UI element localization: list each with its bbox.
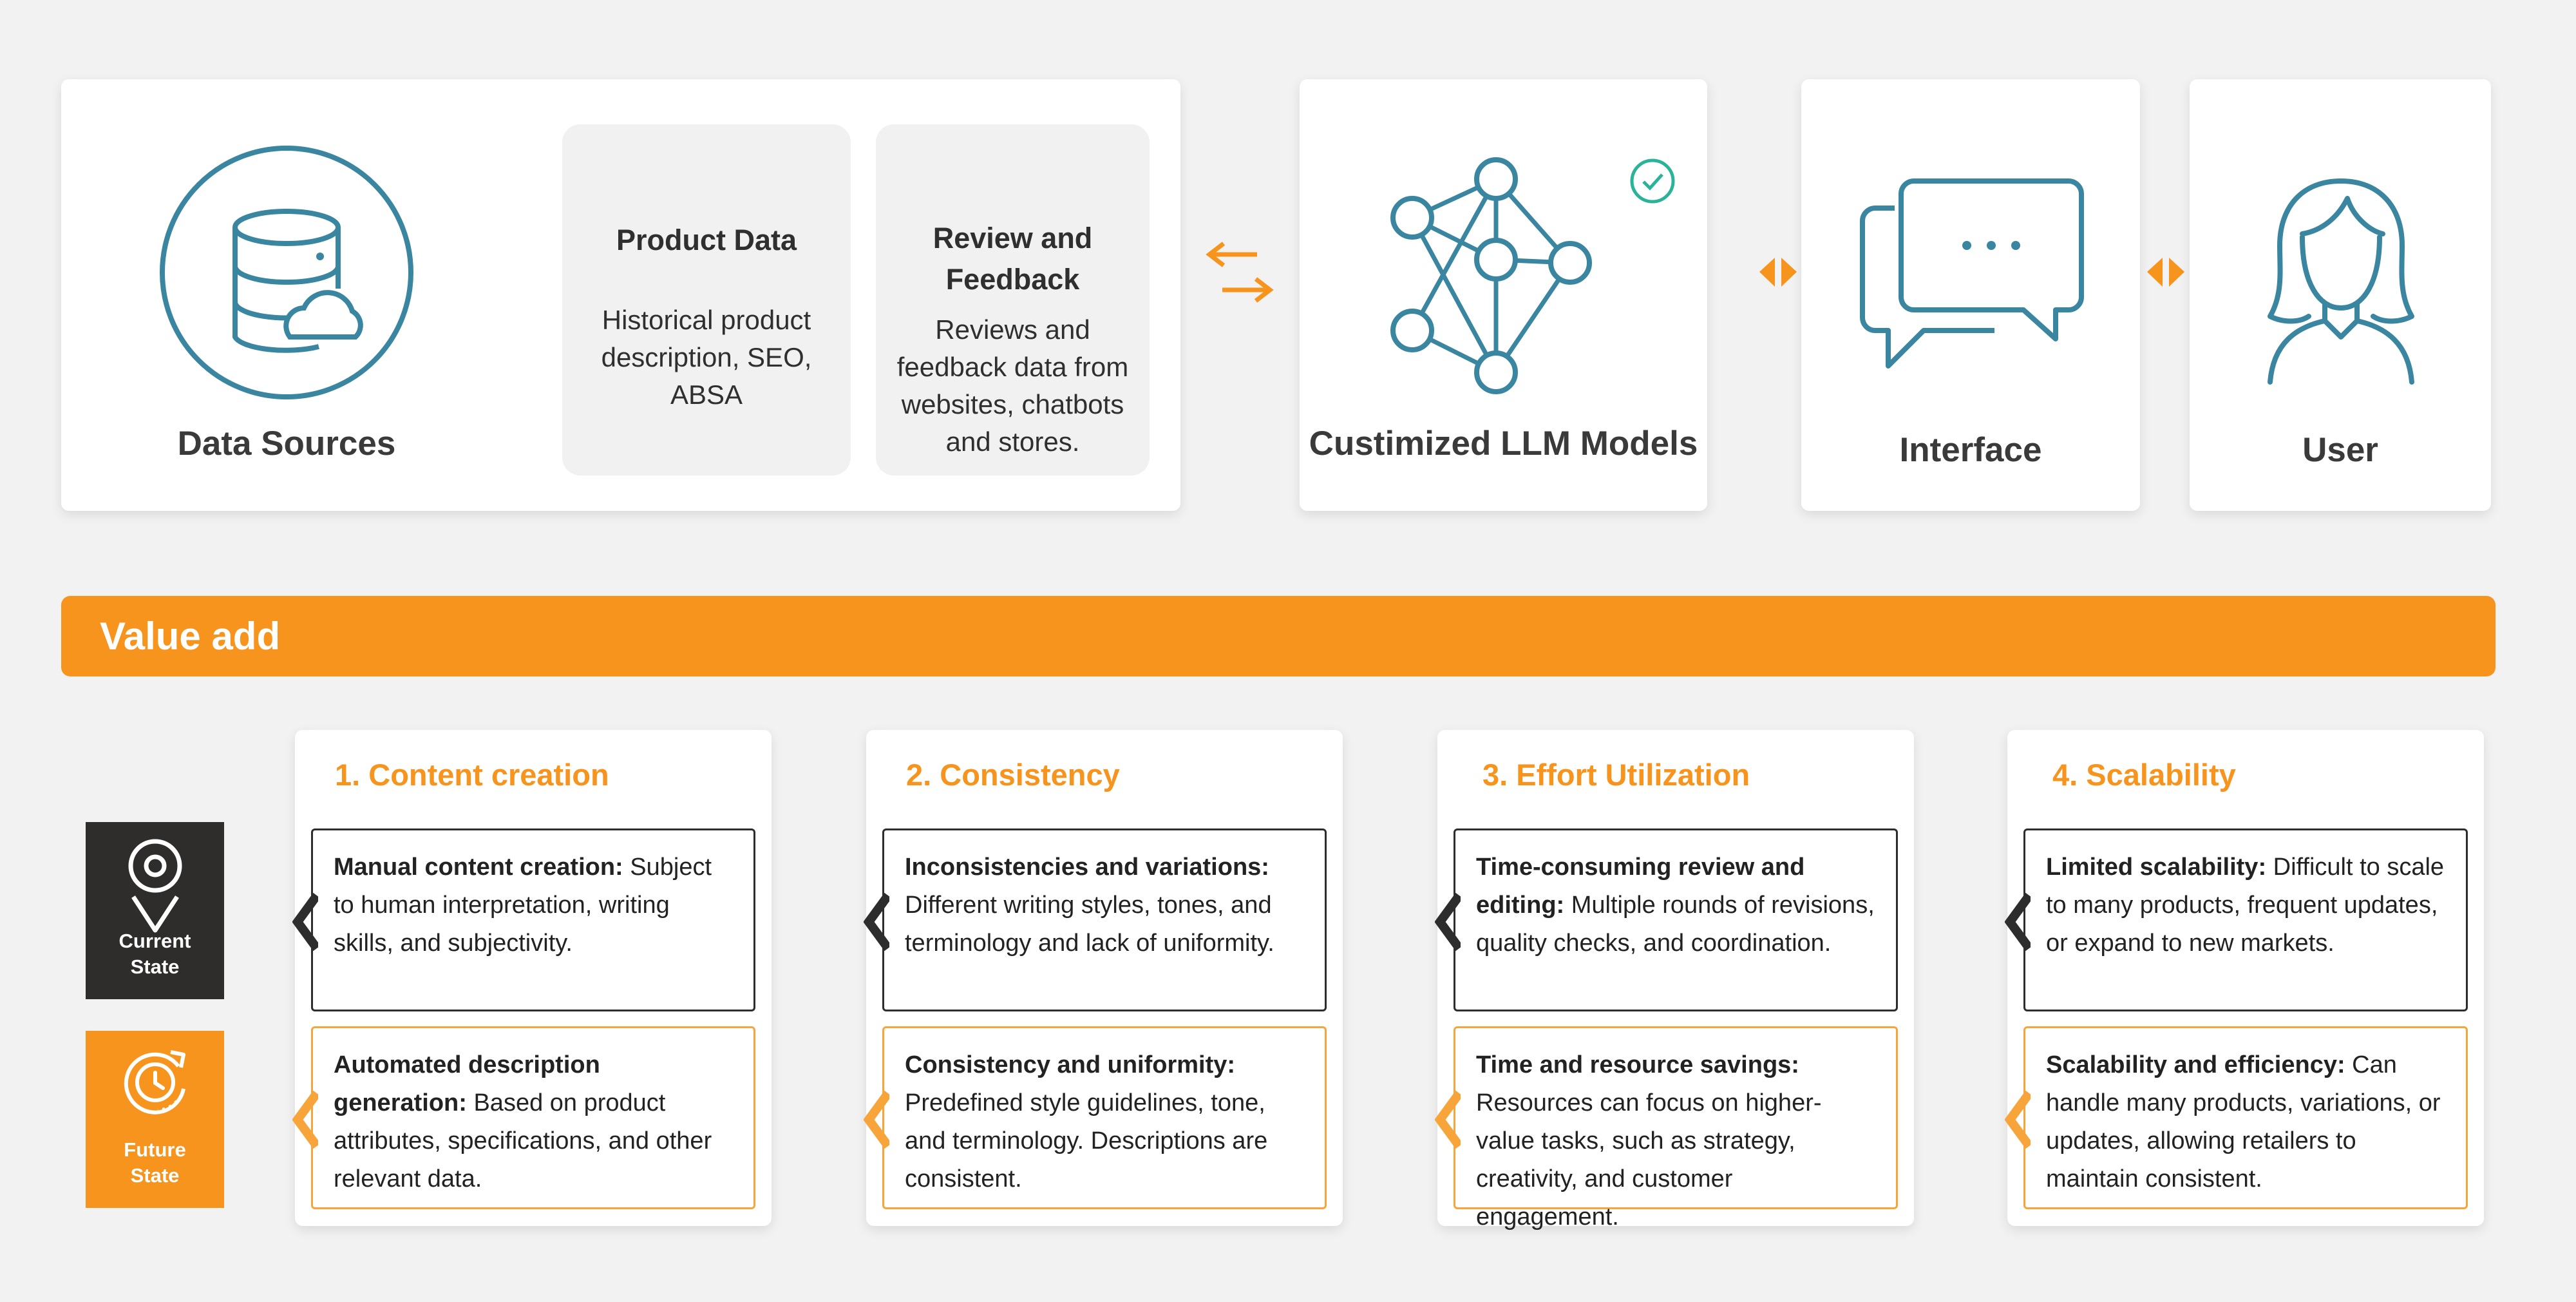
review-feedback-box: Review and Feedback Reviews and feedback…: [876, 124, 1150, 475]
future-state-legend: Future State: [86, 1031, 224, 1208]
location-pin-icon: [128, 839, 182, 933]
dark-pointer-icon: [864, 893, 889, 951]
llm-card: Custimized LLM Models: [1300, 79, 1707, 511]
value-add-bar: Value add: [61, 596, 2496, 676]
neural-network-icon: [1390, 157, 1592, 394]
product-data-box: Product Data Historical product descript…: [562, 124, 851, 475]
llm-label: Custimized LLM Models: [1309, 425, 1698, 463]
data-sources-card: Data Sources Product Data Historical pro…: [61, 79, 1180, 511]
review-feedback-title: Review and Feedback: [933, 222, 1093, 296]
future-state-box: Automated description generation: Based …: [292, 1026, 755, 1209]
database-cloud-icon: [160, 146, 413, 399]
future-state-box: Time and resource savings: Resources can…: [1435, 1026, 1898, 1230]
person-icon: [2268, 178, 2414, 385]
orange-pointer-icon: [292, 1091, 318, 1149]
future-state-box: Consistency and uniformity: Predefined s…: [864, 1026, 1327, 1209]
review-feedback-text: Reviews and feedback data from websites,…: [896, 314, 1129, 457]
double-arrow-icon: [2147, 258, 2184, 287]
current-state-box: Time-consuming review and editing: Multi…: [1435, 828, 1898, 1011]
dark-pointer-icon: [2005, 893, 2031, 951]
double-arrow-icon: [1759, 258, 1797, 287]
value-card-title: 2. Consistency: [906, 758, 1120, 792]
future-state-label: Future State: [124, 1138, 186, 1187]
orange-pointer-icon: [864, 1091, 889, 1149]
current-state-legend: Current State: [86, 822, 224, 999]
value-card-title: 4. Scalability: [2052, 758, 2236, 792]
current-state-label: Current State: [118, 930, 191, 978]
interface-card: Interface: [1801, 79, 2140, 511]
user-label: User: [2302, 431, 2378, 469]
current-state-box: Limited scalability: Difficult to scale …: [2005, 828, 2468, 1011]
orange-pointer-icon: [1435, 1091, 1461, 1149]
dark-pointer-icon: [1435, 893, 1461, 951]
value-add-label: Value add: [100, 615, 281, 658]
dark-pointer-icon: [292, 893, 318, 951]
interface-label: Interface: [1899, 431, 2042, 469]
data-sources-label: Data Sources: [177, 425, 396, 463]
value-card-title: 3. Effort Utilization: [1482, 758, 1750, 792]
check-circle-icon: [1630, 158, 1675, 204]
current-state-box: Manual content creation: Subject to huma…: [292, 828, 755, 1011]
future-state-box: Scalability and efficiency: Can handle m…: [2005, 1026, 2468, 1209]
product-data-title: Product Data: [616, 224, 797, 256]
value-card-consistency: 2. Consistency Inconsistencies and varia…: [864, 730, 1343, 1226]
user-card: User: [2190, 79, 2491, 511]
orange-pointer-icon: [2005, 1091, 2031, 1149]
clock-refresh-icon: [124, 1050, 185, 1115]
exchange-arrows-icon: [1206, 242, 1274, 303]
value-card-content-creation: 1. Content creation Manual content creat…: [292, 730, 772, 1226]
product-data-text: Historical product description, SEO, ABS…: [601, 305, 812, 410]
current-state-box: Inconsistencies and variations: Differen…: [864, 828, 1327, 1011]
value-card-title: 1. Content creation: [335, 758, 609, 792]
value-card-effort-utilization: 3. Effort Utilization Time-consuming rev…: [1435, 730, 1914, 1230]
chat-bubbles-icon: [1860, 178, 2084, 369]
value-card-scalability: 4. Scalability Limited scalability: Diff…: [2005, 730, 2484, 1226]
